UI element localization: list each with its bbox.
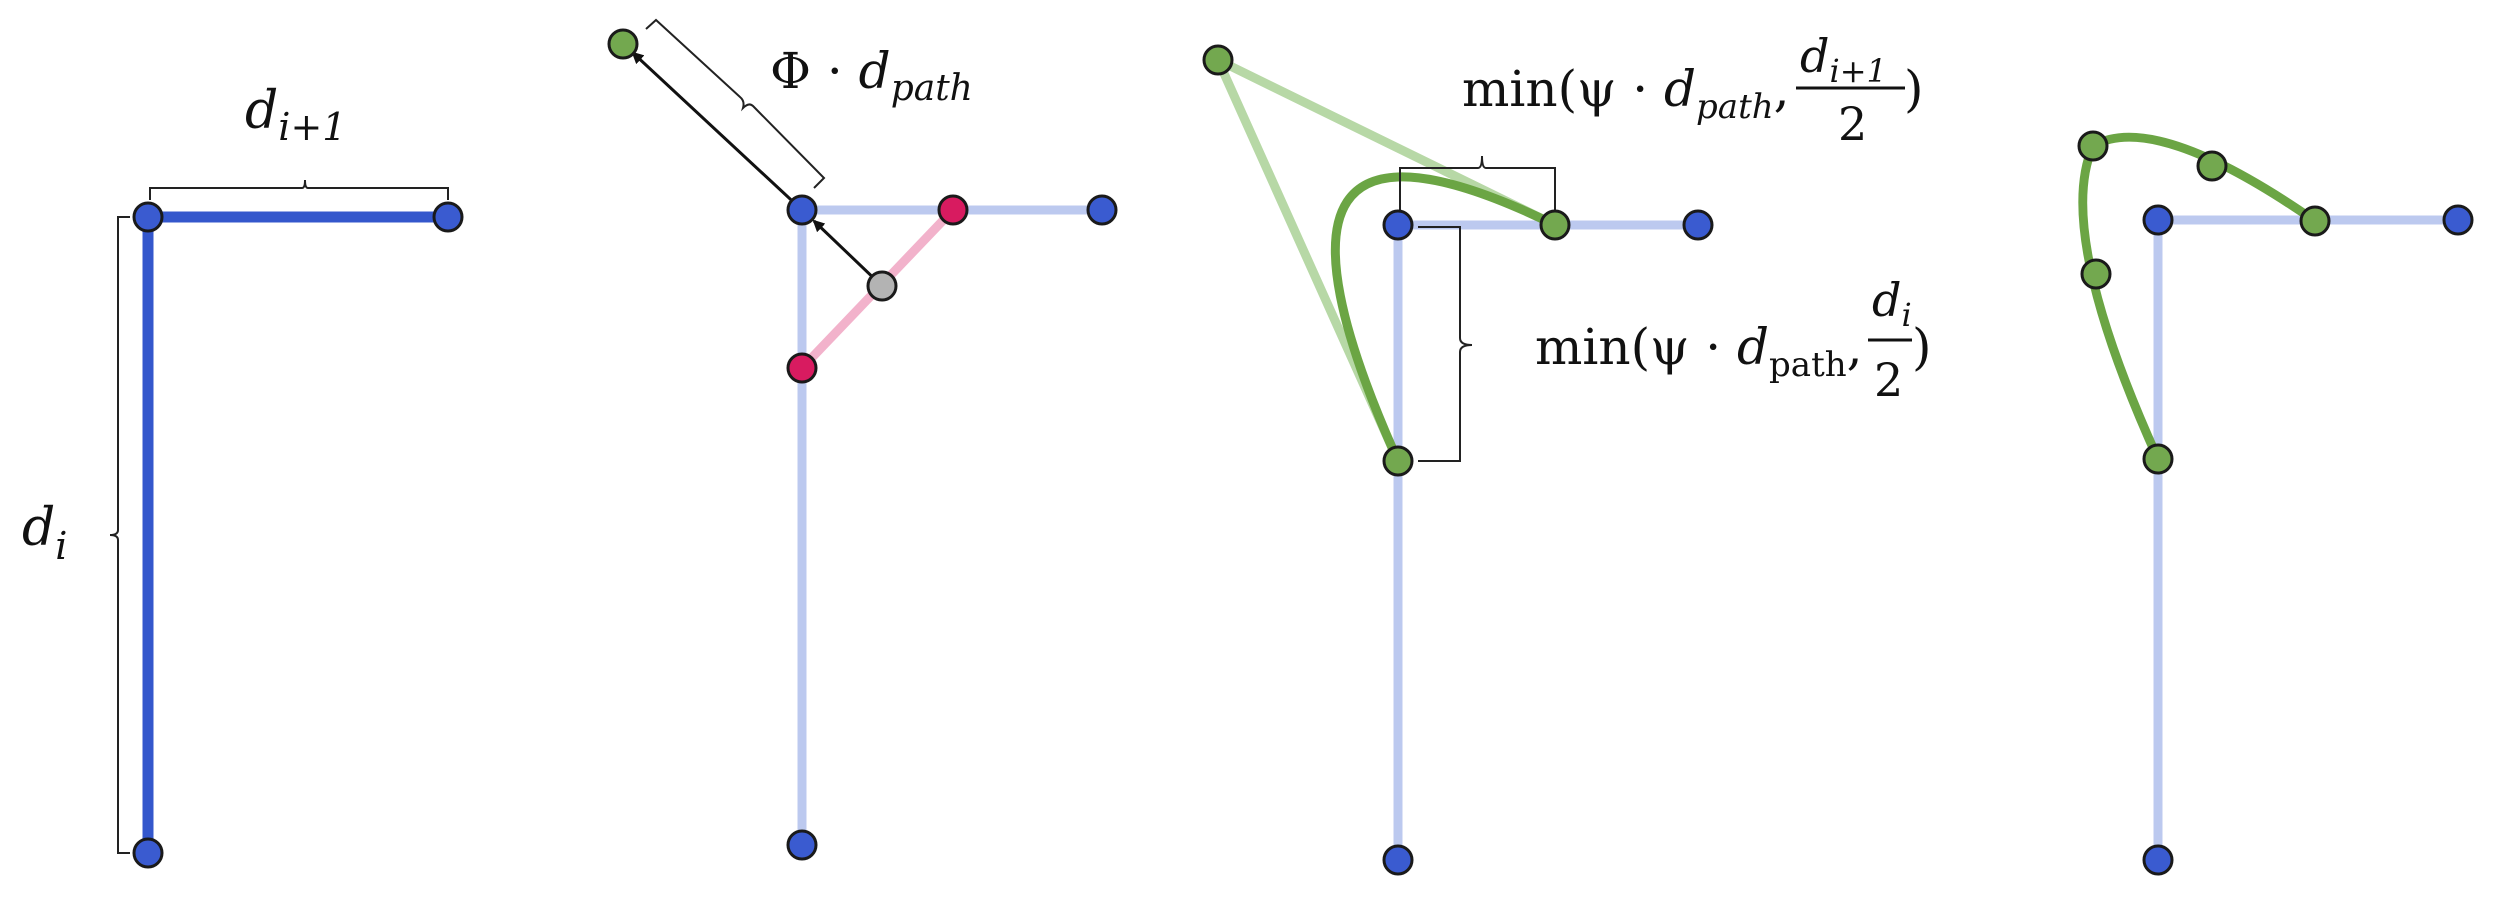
midpoint-node-icon <box>866 270 898 302</box>
sample-point-node-icon <box>2299 205 2331 237</box>
sample-point-node-icon <box>2080 258 2112 290</box>
label-phi-d-path: Φ · dpath <box>770 42 973 109</box>
waypoint-node-icon <box>132 201 164 233</box>
diagonal-brace-icon <box>645 18 826 189</box>
label-min-mid-close: ) <box>1912 318 1932 376</box>
label-min-mid-frac-num-sub: i <box>1901 296 1911 334</box>
label-min-mid-frac-num: di <box>1872 273 1912 334</box>
label-min-mid-var: d <box>1737 318 1769 376</box>
label-min-top-frac-num: di+1 <box>1800 29 1887 90</box>
panel-3-bezier-curve: min(ψ · dpath, di+1 2 ) min(ψ · dpath, d… <box>1202 29 1932 876</box>
label-d-i: di <box>22 498 67 568</box>
waypoint-node-icon <box>786 829 818 861</box>
control-polygon <box>1208 50 1557 463</box>
waypoint-node-icon <box>2142 844 2174 876</box>
waypoint-node-icon <box>1382 209 1414 241</box>
arrow-corner-to-control-point <box>631 51 804 212</box>
waypoint-node-icon <box>1382 844 1414 876</box>
label-min-top-var: d <box>1664 60 1696 118</box>
label-d-i-plus-1-sub: i+1 <box>278 105 346 149</box>
sample-point-node-icon <box>2142 443 2174 475</box>
label-phi-d-var: d <box>859 42 891 100</box>
waypoint-node-icon <box>2442 204 2474 236</box>
top-brace-icon <box>1399 155 1556 210</box>
smoothed-curve <box>2078 132 2320 464</box>
label-min-mid-frac-den: 2 <box>1874 353 1903 407</box>
waypoint-node-icon <box>132 837 164 869</box>
label-d-i-plus-1: di+1 <box>245 81 346 149</box>
label-d-i-sub: i <box>55 524 67 568</box>
waypoint-node-icon <box>432 201 464 233</box>
label-min-top-frac-num-sub: i+1 <box>1829 52 1886 90</box>
left-brace-icon <box>109 216 130 854</box>
label-min-psi-top: min(ψ · dpath, <box>1462 60 1790 127</box>
label-min-mid-comma: , <box>1847 318 1863 376</box>
offset-node-icon <box>786 352 818 384</box>
waypoint-node-icon <box>786 194 818 226</box>
right-brace-icon <box>1418 226 1473 462</box>
offset-node-icon <box>937 194 969 226</box>
label-phi-d-sub: path <box>891 68 973 109</box>
label-min-psi-mid: min(ψ · dpath, <box>1535 318 1863 385</box>
control-point-node-icon <box>1202 44 1234 76</box>
bezier-curve <box>1330 172 1560 466</box>
curve-endpoint-node-icon <box>1382 445 1414 477</box>
control-point-node-icon <box>607 28 639 60</box>
panel-4-sampled-curve <box>2077 130 2474 876</box>
label-min-top-sub: path <box>1696 87 1774 127</box>
label-min-top-comma: , <box>1774 60 1790 118</box>
arrow-midpoint-to-corner <box>812 219 884 288</box>
label-min-top-close: ) <box>1904 60 1924 118</box>
label-min-top-frac-den: 2 <box>1838 97 1867 151</box>
panel-2-control-point: Φ · dpath <box>607 18 1118 861</box>
top-brace-icon <box>149 179 449 200</box>
panel-1-original-path: di+1 di <box>22 81 464 869</box>
sample-point-node-icon <box>2077 130 2109 162</box>
label-min-mid-sub: path <box>1769 345 1847 385</box>
curve-endpoint-node-icon <box>1539 209 1571 241</box>
sample-point-node-icon <box>2196 150 2228 182</box>
waypoint-node-icon <box>1682 209 1714 241</box>
waypoint-node-icon <box>2142 204 2174 236</box>
waypoint-node-icon <box>1086 194 1118 226</box>
